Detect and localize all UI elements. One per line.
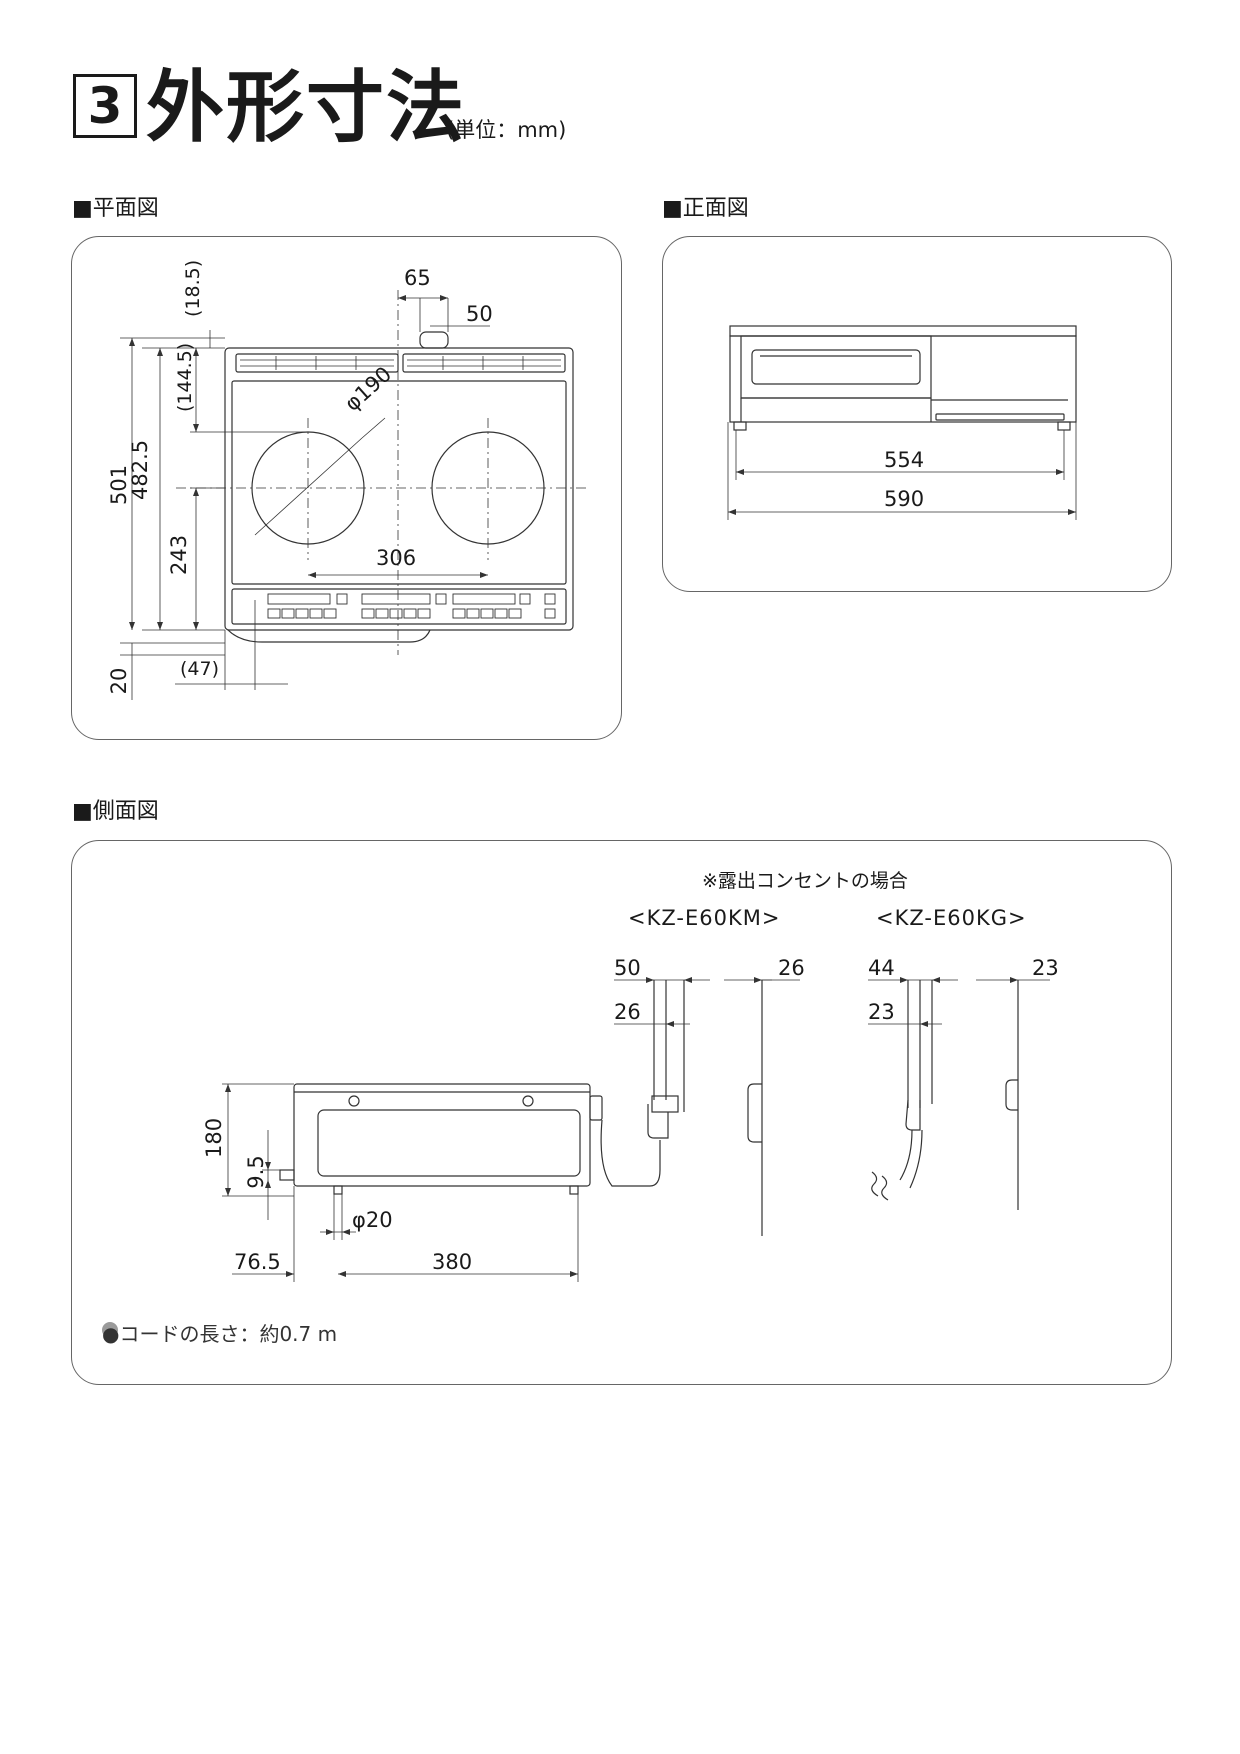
kg-wall-dim-23-label: 23 — [1032, 956, 1059, 980]
dim-76-5-label: 76.5 — [234, 1250, 281, 1274]
cord-length-note: ●コードの長さ：約0.7 m — [102, 1322, 338, 1346]
dim-306-label: 306 — [376, 546, 417, 570]
dim-47-label: (47) — [180, 658, 220, 680]
km-dim-50-label: 50 — [614, 956, 641, 980]
dim-phi20-label: φ20 — [352, 1208, 393, 1232]
dim-554-label: 554 — [884, 448, 925, 472]
dim-590-label: 590 — [884, 487, 925, 511]
dim-180-label: 180 — [202, 1117, 226, 1158]
dim-482-5-label: 482.5 — [128, 439, 152, 500]
dim-20-label: 20 — [107, 667, 131, 695]
side-view-panel — [71, 840, 1172, 1385]
dim-243-label: 243 — [167, 534, 191, 575]
dim-50-label: 50 — [466, 302, 493, 326]
kg-dim-44-label: 44 — [868, 956, 895, 980]
page-title: 外形寸法 — [146, 63, 467, 153]
km-dim-26-label: 26 — [614, 1000, 641, 1024]
front-view-heading: ■正面図 — [662, 196, 749, 221]
dim-144-5-label: (144.5) — [174, 342, 196, 412]
dim-380-label: 380 — [432, 1250, 473, 1274]
dim-9-5-label: 9.5 — [244, 1155, 268, 1189]
unit-label: (単位：mm) — [446, 118, 567, 142]
side-view-heading: ■側面図 — [72, 799, 159, 824]
plan-view-heading: ■平面図 — [72, 196, 159, 221]
model-km-label: <KZ-E60KM> — [628, 906, 781, 930]
dim-18-5-label: (18.5) — [182, 259, 204, 317]
kg-dim-23-label: 23 — [868, 1000, 895, 1024]
km-wall-dim-26-label: 26 — [778, 956, 805, 980]
model-kg-label: <KZ-E60KG> — [876, 906, 1027, 930]
exposed-outlet-note: ※露出コンセントの場合 — [702, 870, 908, 892]
front-view-panel — [662, 236, 1172, 592]
plan-view-panel — [71, 236, 622, 740]
dim-65-label: 65 — [404, 266, 431, 290]
section-number-box: 3 — [73, 74, 137, 138]
